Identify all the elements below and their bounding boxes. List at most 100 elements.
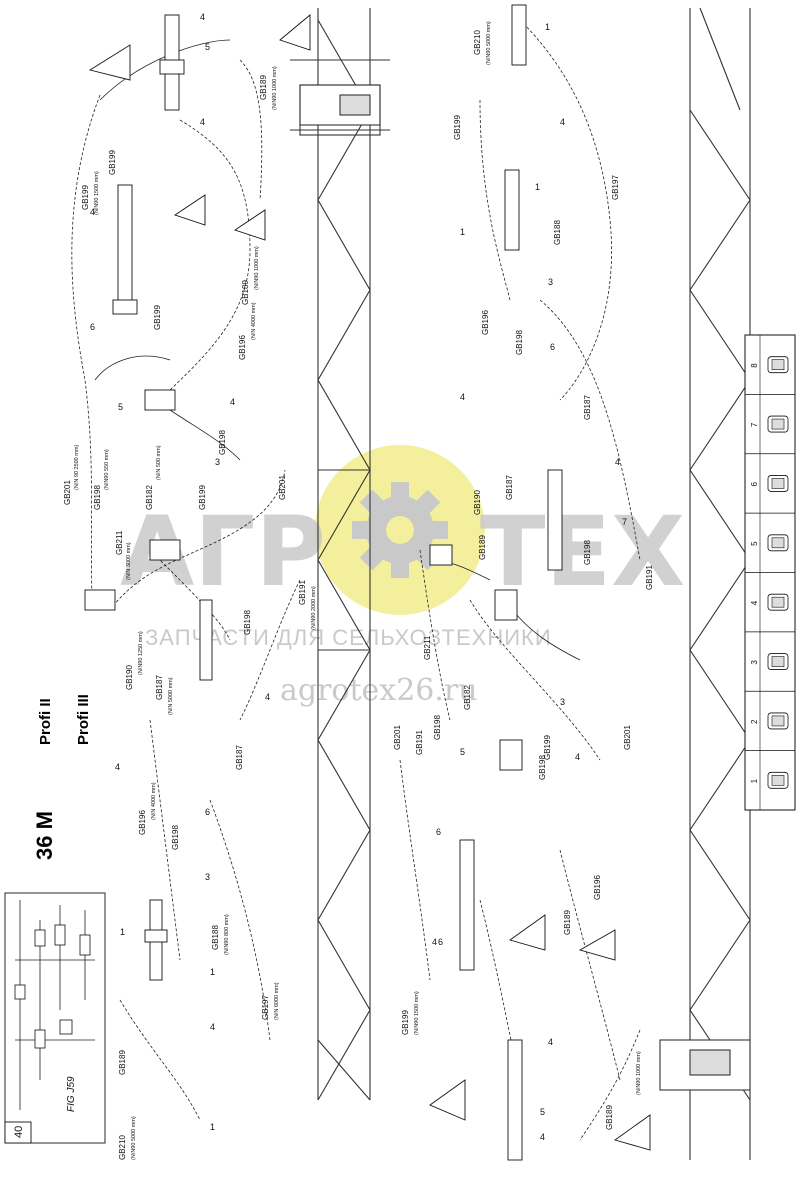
valve-block-1 bbox=[144, 389, 176, 411]
elbow-swivel-fitting-icon bbox=[767, 475, 789, 492]
cylinders bbox=[112, 4, 563, 1161]
valve-block-3 bbox=[84, 589, 116, 611]
callout: 4 bbox=[265, 692, 270, 702]
tee-fitting-icon bbox=[767, 771, 789, 789]
hose-code: GB201 bbox=[63, 480, 72, 505]
callout: 4 bbox=[460, 392, 465, 402]
callout: 6 bbox=[438, 937, 443, 947]
warning-triangle-icon bbox=[429, 1079, 466, 1121]
hose-code: GB196 bbox=[138, 810, 147, 835]
header: 36 M Profi II Profi III bbox=[32, 694, 92, 860]
hose-code: GB198 bbox=[583, 540, 592, 565]
cylinder-bottom-right bbox=[507, 1039, 523, 1161]
hose-spec: (N/N90 2000 mm) bbox=[311, 586, 317, 630]
callout: 1 bbox=[120, 927, 125, 937]
callout: 1 bbox=[545, 22, 550, 32]
hose-labels: GB199 (N/N90 1500 mm) GB199 GB199 GB199 … bbox=[63, 21, 654, 1160]
hose-spec: (N/N90 5000 mm) bbox=[131, 1116, 137, 1160]
callout: 1 bbox=[210, 1122, 215, 1132]
figure-ref: FIG J59 bbox=[66, 1076, 77, 1112]
cylinder-mid-right bbox=[504, 169, 520, 251]
hose-code: GB189 bbox=[118, 1050, 127, 1075]
legend-number: 1 bbox=[750, 778, 759, 783]
callout: 3 bbox=[205, 872, 210, 882]
legend-item: 3 bbox=[745, 631, 795, 692]
legend-item: 5 bbox=[745, 512, 795, 573]
hose-code: GB189 bbox=[241, 280, 250, 305]
watermark: АГР ТЕХ ЗАПЧАСТИ ДЛЯ СЕЛЬХОЗТЕХНИКИ agro… bbox=[120, 445, 685, 708]
cylinder-top-left bbox=[159, 14, 185, 111]
callout: 4 bbox=[548, 1037, 553, 1047]
warning-triangle-icon bbox=[508, 914, 546, 951]
callout: 3 bbox=[560, 697, 565, 707]
callout: 3 bbox=[215, 457, 220, 467]
warning-triangle-icon bbox=[613, 1114, 651, 1151]
legend-item: 6 bbox=[745, 453, 795, 514]
hose-code: GB198 bbox=[515, 330, 524, 355]
model-subtitle-2: Profi III bbox=[75, 694, 92, 745]
cylinder-lower-right bbox=[459, 839, 475, 971]
hose-code: GB187 bbox=[155, 675, 164, 700]
hose-spec: (N/N90 1000 mm) bbox=[636, 1051, 642, 1095]
hose-code: GB199 bbox=[153, 305, 162, 330]
cylinder-lower-left bbox=[144, 899, 168, 981]
warning-triangle-icon bbox=[88, 44, 131, 81]
callout: 5 bbox=[205, 42, 210, 52]
cylinder-top-right bbox=[511, 4, 527, 66]
legend-number: 7 bbox=[750, 422, 759, 427]
warning-triangle-icon bbox=[233, 209, 266, 241]
hose-spec: (N/N 4000 mm) bbox=[251, 302, 257, 340]
hose-code: GB211 bbox=[115, 530, 124, 555]
hose-code: GB191 bbox=[298, 580, 307, 605]
legend-item: 1 bbox=[745, 750, 795, 810]
hose-code: GB210 bbox=[118, 1135, 127, 1160]
hose-code: GB198 bbox=[538, 755, 547, 780]
watermark-logo-right: ТЕХ bbox=[480, 496, 685, 608]
page-number-box bbox=[4, 1121, 32, 1144]
hose-code: GB189 bbox=[478, 535, 487, 560]
hose-code: GB210 bbox=[473, 30, 482, 55]
hose-code: GB189 bbox=[563, 910, 572, 935]
hose-code: GB199 bbox=[81, 185, 90, 210]
hose-code: GB187 bbox=[505, 475, 514, 500]
page-number: 40 bbox=[13, 1126, 25, 1138]
hose-code: GB190 bbox=[473, 490, 482, 515]
hose-code: GB187 bbox=[583, 395, 592, 420]
nut-fitting-icon bbox=[767, 712, 789, 730]
callout: 6 bbox=[205, 807, 210, 817]
callout: 6 bbox=[550, 342, 555, 352]
hose-code: GB190 bbox=[125, 665, 134, 690]
hose-spec: (N/N90 1250 mm) bbox=[138, 631, 144, 675]
model-subtitle-1: Profi II bbox=[37, 698, 54, 745]
page-title: 36 M bbox=[32, 811, 57, 860]
hose-code: GB198 bbox=[171, 825, 180, 850]
callout: 5 bbox=[460, 747, 465, 757]
callout: 1 bbox=[460, 227, 465, 237]
hose-spec: (N/N90 1500 mm) bbox=[94, 171, 100, 215]
callout: 3 bbox=[548, 277, 553, 287]
callout: 4 bbox=[575, 752, 580, 762]
callout: 4 bbox=[432, 937, 437, 947]
valve-block-5 bbox=[494, 589, 518, 621]
hose-code: GB189 bbox=[605, 1105, 614, 1130]
hose-spec: (N/N90 1000 mm) bbox=[254, 246, 260, 290]
right-boom-truss bbox=[659, 7, 751, 1160]
hose-routes-right bbox=[399, 19, 641, 1141]
hose-code: GB201 bbox=[623, 725, 632, 750]
cylinder-mid-left bbox=[112, 184, 138, 315]
callout: 4 bbox=[540, 1132, 545, 1142]
hose-code: GB199 bbox=[108, 150, 117, 175]
callout: 4 bbox=[200, 12, 205, 22]
callout: 4 bbox=[200, 117, 205, 127]
hose-spec: (N/N 3000 mm) bbox=[126, 542, 132, 580]
hose-code: GB182 bbox=[145, 485, 154, 510]
callout: 5 bbox=[118, 402, 123, 412]
legend-number: 6 bbox=[750, 481, 759, 486]
hose-code: GB199 bbox=[401, 1010, 410, 1035]
elbow-long-fitting-icon bbox=[767, 534, 789, 552]
hose-code: GB201 bbox=[393, 725, 402, 750]
hose-code: GB187 bbox=[235, 745, 244, 770]
hose-code: GB197 bbox=[261, 995, 270, 1020]
figure-inset: 40 FIG J59 bbox=[4, 892, 106, 1144]
